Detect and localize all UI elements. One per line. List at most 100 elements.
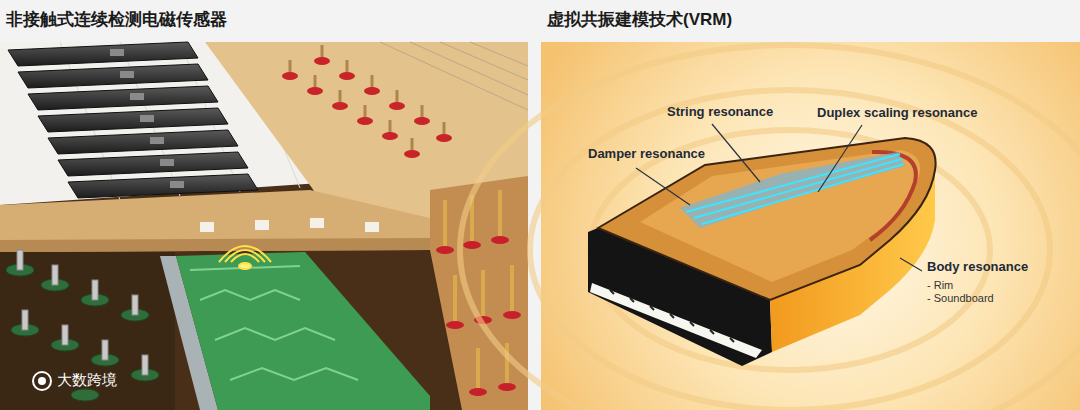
black-key: [18, 64, 208, 88]
metal-pin: [92, 280, 98, 300]
sensor-board: [176, 252, 430, 410]
red-felt: [282, 72, 298, 80]
watermark-logo: [33, 372, 51, 390]
black-key: [8, 42, 258, 198]
key-pad: [110, 49, 124, 56]
red-felt: [364, 87, 380, 95]
red-washer: [446, 321, 464, 329]
vrm-illustration: [460, 42, 1080, 410]
frame-pad: [200, 218, 379, 232]
piano-top: [598, 138, 936, 300]
strings: [410, 42, 528, 95]
string-line: [702, 164, 904, 224]
red-washer: [491, 236, 509, 244]
leader-line: [712, 124, 760, 182]
red-felt: [389, 102, 405, 110]
sensor-trace: [215, 328, 335, 340]
part-label: Duplex scaling resonance: [817, 106, 977, 121]
key-pad: [120, 71, 134, 78]
sensor-field: [231, 254, 259, 262]
sensor-illustration: [0, 42, 528, 410]
sensor-trace: [190, 266, 358, 380]
string-line: [694, 159, 902, 218]
red-washer: [503, 311, 521, 319]
string-line: [686, 154, 900, 212]
red-washer: [463, 241, 481, 249]
keyboard-black-keys: [690, 322, 694, 326]
red-washer: [498, 383, 516, 391]
metal-pin: [52, 265, 58, 285]
part-label: String resonance: [667, 105, 773, 120]
brass-pin: [505, 343, 509, 387]
keyboard-black-keys: [730, 338, 734, 342]
key-frame: [0, 190, 430, 252]
sensor-field: [219, 246, 271, 262]
sensor-illustration: [0, 42, 528, 410]
resonance-ring: [460, 45, 1080, 410]
frame-pad: [310, 218, 324, 228]
brass-pin: [445, 190, 512, 392]
sub-label: - Soundboard: [927, 292, 994, 305]
damper-rail: [430, 176, 528, 410]
red-felt: [332, 102, 348, 110]
key-pad: [160, 159, 174, 166]
strings: [470, 42, 528, 66]
black-key: [38, 108, 228, 132]
resonance-ring: [530, 90, 1050, 410]
key-frame-edge: [0, 238, 430, 252]
red-washer: [436, 246, 454, 254]
keyboard-black-keys: [650, 306, 654, 310]
red-felt: [314, 57, 330, 65]
green-washer: [71, 389, 99, 401]
keyboard-black-keys: [710, 330, 714, 334]
frame-pad: [255, 220, 269, 230]
brass-pin: [443, 200, 447, 250]
red-felt: [382, 132, 398, 140]
metal-pin: [142, 355, 148, 375]
keyboard-black-keys: [630, 298, 634, 302]
leader-line: [818, 125, 862, 192]
red-felt: [414, 117, 430, 125]
string-line: [686, 154, 904, 224]
panel: 非接触式连续检测电磁传感器: [0, 0, 528, 410]
leader-line: [636, 168, 690, 205]
key-pad: [130, 93, 144, 100]
brass-pin: [481, 270, 485, 320]
metal-pin: [17, 250, 23, 270]
red-felt: [436, 134, 452, 142]
sensor-field: [239, 263, 251, 269]
black-key: [58, 152, 248, 176]
frame-pad: [200, 222, 214, 232]
red-felt: [282, 57, 452, 158]
red-felt: [404, 150, 420, 158]
brass-pin: [476, 348, 480, 392]
key-pad: [140, 115, 154, 122]
keyboard-black-keys: [610, 290, 734, 342]
sub-label: - Rim: [927, 279, 953, 292]
brass-pin: [498, 190, 502, 240]
part-label: Body resonance: [927, 260, 1028, 275]
strings: [380, 42, 528, 110]
strings: [440, 42, 528, 80]
part-label: Damper resonance: [588, 147, 705, 162]
hammer-shank: [290, 45, 444, 156]
key-pad: [170, 181, 184, 188]
panel-heading: 非接触式连续检测电磁传感器: [0, 0, 528, 40]
green-washer: [6, 264, 159, 401]
black-key: [28, 86, 218, 110]
brass-pin: [453, 275, 457, 325]
sensor-trace: [230, 368, 358, 380]
metal-pin: [22, 310, 28, 330]
key-bed: [0, 252, 175, 410]
sensor-trace: [200, 290, 300, 300]
damper-area: [680, 152, 905, 228]
red-felt: [339, 72, 355, 80]
watermark-logo: [39, 378, 45, 384]
red-felt: [357, 117, 373, 125]
resonance-ring: [460, 45, 1080, 410]
black-key: [8, 42, 198, 66]
keyboard-black-keys: [610, 290, 614, 294]
key-pad: [150, 137, 164, 144]
